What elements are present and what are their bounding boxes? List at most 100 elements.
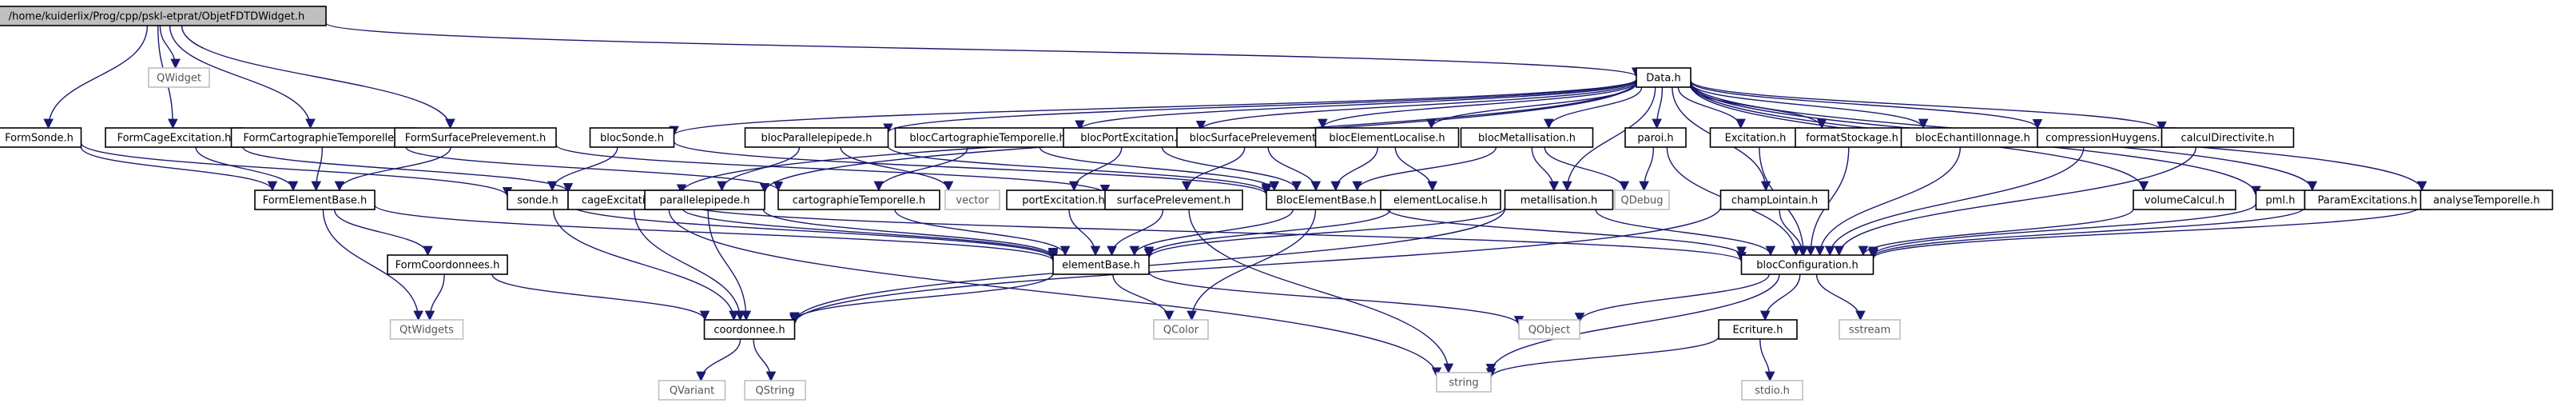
node-qwidget[interactable]: QWidget [148,67,210,88]
edge-blocsurf-to-surfprel [1181,146,1246,192]
node-blocsurf[interactable]: blocSurfacePrelevement.h [1176,127,1339,148]
node-label: sonde.h [517,195,559,207]
node-calcul[interactable]: calculDirectivite.h [2161,127,2295,148]
edge-parallelepipede-to-coordonnee [707,209,752,321]
node-label: coordonnee.h [714,325,785,337]
node-champ[interactable]: champLointain.h [1719,190,1830,210]
node-box [1518,319,1580,340]
node-label: champLointain.h [1731,195,1818,207]
node-compression[interactable]: compressionHuygens.h [2037,127,2176,148]
node-formelem[interactable]: FormElementBase.h [254,190,376,210]
node-bloccarto[interactable]: blocCartographieTemporelle.h [894,127,1081,148]
node-sstream[interactable]: sstream [1839,319,1901,340]
edge-champ-to-blocconf [1779,209,1808,257]
edge-calcul-to-blocconf [1834,146,2196,257]
node-formcarto[interactable]: FormCartographieTemporelle.h [230,127,417,148]
node-label: FormCoordonnees.h [396,260,500,272]
node-qdebug[interactable]: QDebug [1614,190,1670,210]
node-label: /home/kuiderlix/Prog/cpp/pskl-etprat/Obj… [9,11,305,23]
node-label: QtWidgets [400,325,454,337]
node-cartotemp[interactable]: cartographieTemporelle.h [777,190,940,210]
edge-blocechant-to-blocconf [1815,146,1962,257]
node-formsonde[interactable]: FormSonde.h [0,127,82,148]
node-blocmetal[interactable]: blocMetallisation.h [1460,127,1594,148]
edge-paramexc-to-blocconf [1868,206,2306,258]
node-metal[interactable]: metallisation.h [1504,190,1614,210]
node-stdio[interactable]: stdio.h [1741,380,1803,401]
edge-metal-to-coordonnee [789,208,1506,324]
node-label: QWidget [157,73,201,85]
edge-coordonnee-to-qstring [753,338,777,382]
node-box [777,190,940,210]
node-data[interactable]: Data.h [1636,67,1691,88]
edge-metal-to-elembase [1143,207,1506,259]
node-surfprel[interactable]: surfacePrelevement.h [1104,190,1243,210]
edge-ecriture-to-string [1485,336,1719,379]
node-box [148,67,210,88]
node-box [1614,190,1670,210]
node-blocsonde[interactable]: blocSonde.h [589,127,675,148]
node-qcolor[interactable]: QColor [1153,319,1209,340]
node-string[interactable]: string [1436,372,1492,393]
node-root[interactable]: /home/kuiderlix/Prog/cpp/pskl-etprat/Obj… [0,6,327,26]
node-paramexc[interactable]: ParamExcitations.h [2304,190,2431,210]
node-label: blocElementLocalise.h [1329,133,1445,145]
edge-data-to-blocechant [1690,82,1929,130]
node-formcoord[interactable]: FormCoordonnees.h [387,254,508,275]
node-volume[interactable]: volumeCalcul.h [2133,190,2236,210]
node-box [1740,254,1874,275]
edge-data-to-paroi [1652,86,1664,130]
node-formcage[interactable]: FormCageExcitation.h [105,127,244,148]
edge-blocelembase-to-blocconf [1385,207,1747,257]
node-elemloc[interactable]: elementLocalise.h [1380,190,1501,210]
edge-elembase-to-qobject [1148,271,1525,326]
node-label: blocConfiguration.h [1756,260,1858,272]
node-blocechant[interactable]: blocEchantillonnage.h [1900,127,2045,148]
node-formatstock[interactable]: formatStockage.h [1795,127,1910,148]
node-box [1314,127,1460,148]
node-vector[interactable]: vector [944,190,1000,210]
node-label: QDebug [1621,195,1664,207]
node-label: Ecriture.h [1732,325,1783,337]
node-label: blocEchantillonnage.h [1915,133,2030,145]
node-box [394,127,557,148]
node-portexc[interactable]: portExcitation.h [1006,190,1121,210]
node-box [1795,127,1910,148]
node-pml[interactable]: pml.h [2255,190,2306,210]
node-qvariant[interactable]: QVariant [658,380,726,401]
node-label: sstream [1849,325,1890,337]
node-blocelembase[interactable]: BlocElementBase.h [1266,190,1387,210]
node-blocpara[interactable]: blocParallelepipede.h [744,127,889,148]
edge-cage-to-string [668,209,1442,377]
node-sonde[interactable]: sonde.h [507,190,569,210]
node-ecriture[interactable]: Ecriture.h [1718,319,1798,340]
edge-cage-to-elembase [681,207,1059,260]
node-coordonnee[interactable]: coordonnee.h [703,319,796,340]
edge-data-to-calcul [1690,80,2167,132]
node-formsurface[interactable]: FormSurfacePrelevement.h [394,127,557,148]
node-label: ParamExcitations.h [2318,195,2418,207]
node-box [1624,127,1687,148]
node-parallelepipede[interactable]: parallelepipede.h [644,190,765,210]
node-label: FormSurfacePrelevement.h [405,133,547,145]
node-analyse[interactable]: analyseTemporelle.h [2419,190,2554,210]
edge-blocpara-to-blocelembase [887,146,1272,194]
node-blocelemloc[interactable]: blocElementLocalise.h [1314,127,1460,148]
node-label: FormElementBase.h [263,195,368,207]
edge-blocconf-to-ecriture [1759,273,1801,321]
node-qobject[interactable]: QObject [1518,319,1580,340]
node-qtwidgets[interactable]: QtWidgets [389,319,464,340]
node-box [1709,127,1802,148]
edge-blocelemloc-to-blocelembase [1330,146,1378,192]
node-qstring[interactable]: QString [744,380,806,401]
node-label: cartographieTemporelle.h [793,195,925,207]
node-paroi[interactable]: paroi.h [1624,127,1687,148]
node-excitation[interactable]: Excitation.h [1709,127,1802,148]
node-elembase[interactable]: elementBase.h [1052,254,1150,275]
node-label: Excitation.h [1725,133,1787,145]
node-label: Data.h [1646,73,1680,85]
node-box [2304,190,2431,210]
node-label: elementLocalise.h [1393,195,1488,207]
edge-elemloc-to-elembase [1143,209,1391,257]
node-blocconf[interactable]: blocConfiguration.h [1740,254,1874,275]
